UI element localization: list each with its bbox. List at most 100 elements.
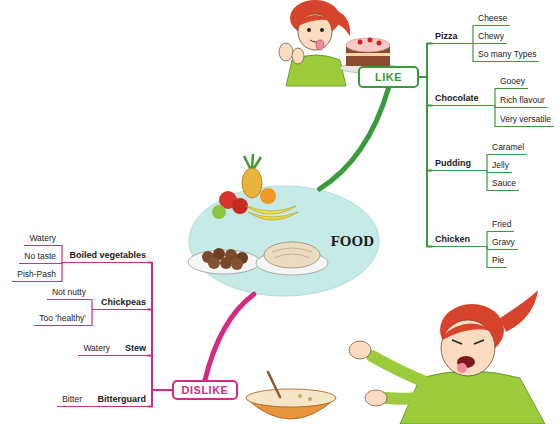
branch-line — [477, 155, 490, 171]
sub-topic: Gravy — [490, 237, 518, 250]
frosting — [346, 38, 390, 52]
cake-layer — [346, 53, 390, 56]
branch-topic: Chicken — [432, 233, 476, 247]
fringe — [442, 323, 498, 340]
meatball — [208, 257, 220, 269]
sub-text: Sauce — [492, 178, 516, 188]
branch-line — [88, 310, 96, 326]
cherry — [358, 40, 363, 45]
sub-text: Pie — [492, 255, 504, 265]
branch-topic: Chickpeas — [96, 296, 148, 310]
branch-line — [477, 171, 490, 191]
branch-topic: Boiled vegetables — [64, 249, 148, 263]
sub-topic: Watery — [24, 233, 58, 246]
branch-text: Bitterguard — [97, 394, 146, 404]
sub-text: Gooey — [500, 76, 525, 86]
happy-girl — [279, 0, 350, 86]
orange — [260, 188, 276, 204]
sub-text: Pish-Pash — [17, 269, 56, 279]
branch-line — [58, 263, 65, 282]
sub-text: Too 'healthy' — [39, 313, 86, 323]
sub-text: Chewy — [478, 31, 504, 41]
pineapple-leaves — [244, 154, 261, 168]
sub-text: Caramel — [492, 142, 524, 152]
branch-text: Pizza — [435, 31, 458, 41]
category-box: LIKE — [358, 66, 419, 88]
branch-line — [84, 406, 93, 407]
bread-lines — [272, 248, 312, 258]
branch-line — [112, 355, 120, 356]
sub-text: Cheese — [478, 13, 507, 23]
hand — [349, 341, 371, 359]
sub-topic: Fried — [490, 219, 514, 232]
sub-topic: So many Types — [476, 49, 539, 62]
cherry — [377, 41, 382, 46]
disgusted-girl — [349, 290, 545, 424]
sub-topic: Caramel — [490, 142, 527, 155]
category-box: DISLIKE — [172, 380, 238, 400]
hand — [292, 48, 304, 64]
branch-line — [148, 310, 172, 391]
branch-topic: Chocolate — [432, 92, 485, 106]
cherry — [368, 38, 373, 43]
sub-text: Watery — [29, 233, 56, 243]
sub-text: Bitter — [62, 394, 82, 404]
sub-text: No taste — [24, 251, 56, 261]
hand — [365, 390, 387, 406]
sub-topic: Bitter — [57, 394, 84, 407]
sub-topic: Pish-Pash — [12, 269, 58, 282]
branch-text: Chicken — [435, 234, 470, 244]
branch-line — [58, 246, 65, 263]
branch-line — [464, 26, 477, 44]
face — [298, 14, 332, 50]
branch-line — [88, 300, 96, 310]
category-text: LIKE — [375, 71, 402, 83]
sub-text: Watery — [83, 343, 110, 353]
sub-text: Gravy — [492, 237, 515, 247]
sub-text: Very versatile — [500, 114, 551, 124]
branch-text: Chocolate — [435, 93, 479, 103]
sub-topic: Sauce — [490, 178, 519, 191]
sleeve — [386, 396, 440, 399]
sub-topic: Too 'healthy' — [34, 313, 88, 326]
soup-lump — [308, 397, 312, 401]
main-branch — [205, 294, 254, 380]
sub-topic: No taste — [19, 251, 58, 264]
sub-topic: Not nutty — [47, 287, 88, 300]
sub-text: Fried — [492, 219, 511, 229]
eye — [320, 28, 324, 32]
sub-topic: Pie — [490, 255, 507, 268]
sub-topic: Watery — [78, 343, 112, 356]
branch-line — [419, 77, 432, 106]
branch-line — [419, 77, 432, 247]
branch-line — [476, 232, 490, 247]
soup — [246, 389, 336, 407]
branch-line — [485, 89, 499, 106]
eye — [307, 28, 311, 32]
main-branch — [320, 88, 389, 189]
branch-topic: Pudding — [432, 157, 477, 171]
sub-text: Jelly — [492, 160, 509, 170]
branch-line — [476, 247, 490, 268]
branch-topic: Stew — [120, 342, 148, 356]
pineapple — [242, 168, 262, 198]
ellipse-shape — [189, 186, 379, 296]
sub-topic: Rich flavour — [498, 95, 548, 108]
sub-text: So many Types — [478, 49, 536, 59]
branch-text: Chickpeas — [101, 297, 146, 307]
sub-text: Rich flavour — [500, 95, 545, 105]
central-topic: FOOD — [188, 185, 380, 297]
soup-lump — [298, 394, 302, 398]
branch-line — [148, 356, 172, 391]
soup-bowl — [246, 372, 336, 419]
apple — [212, 205, 226, 219]
fringe — [298, 15, 332, 26]
branch-line — [419, 77, 432, 171]
ponytail — [500, 290, 538, 332]
sleeve — [372, 356, 430, 384]
branch-line — [419, 44, 432, 78]
meatball — [220, 257, 232, 269]
